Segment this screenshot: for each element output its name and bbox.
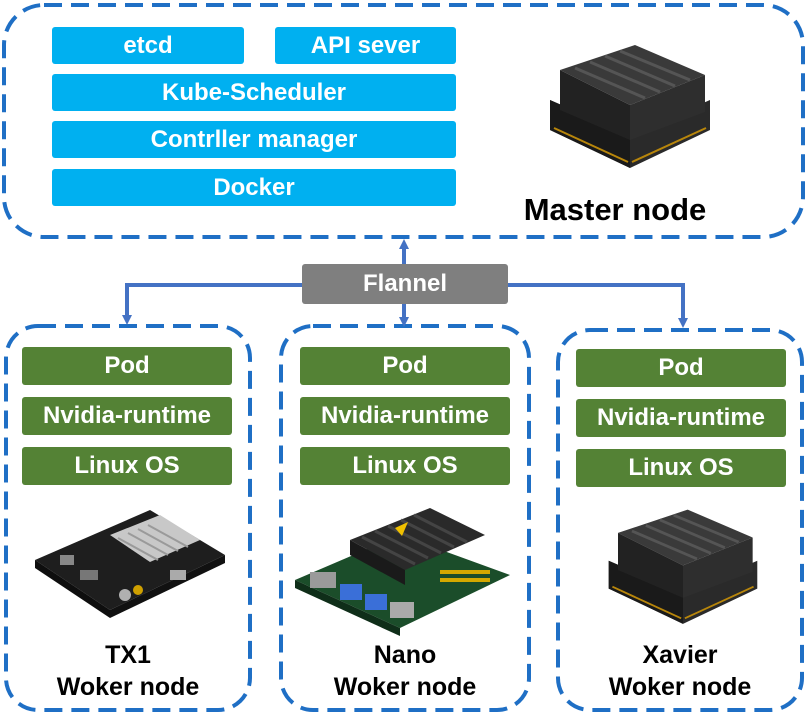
arrow-to-tx1 xyxy=(122,283,302,325)
jetson-tx1-board-icon xyxy=(35,510,225,618)
tx1-role-label: Woker node xyxy=(56,673,200,701)
nano-runtime-block: Nvidia-runtime xyxy=(300,397,510,435)
xavier-os-block: Linux OS xyxy=(576,449,786,487)
api-server-block: API sever xyxy=(275,27,456,64)
tx1-pod-block: Pod xyxy=(22,347,232,385)
controller-manager-block: Contrller manager xyxy=(52,121,456,158)
jetson-nano-board-icon xyxy=(295,508,510,636)
xavier-pod-block: Pod xyxy=(576,349,786,387)
nvidia-xavier-module-icon xyxy=(550,45,710,168)
flannel-network-block: Flannel xyxy=(302,264,508,304)
nano-role-label: Woker node xyxy=(333,673,477,701)
arrow-to-xavier xyxy=(508,283,688,328)
nano-pod-block: Pod xyxy=(300,347,510,385)
master-node-label: Master node xyxy=(523,192,707,227)
xavier-role-label: Woker node xyxy=(608,673,752,701)
xavier-device-name: Xavier xyxy=(642,641,718,669)
xavier-runtime-block: Nvidia-runtime xyxy=(576,399,786,437)
docker-block: Docker xyxy=(52,169,456,206)
kube-scheduler-block: Kube-Scheduler xyxy=(52,74,456,111)
etcd-block: etcd xyxy=(52,27,244,64)
tx1-device-name: TX1 xyxy=(105,641,151,669)
nano-device-name: Nano xyxy=(373,641,437,669)
tx1-os-block: Linux OS xyxy=(22,447,232,485)
nano-os-block: Linux OS xyxy=(300,447,510,485)
tx1-runtime-block: Nvidia-runtime xyxy=(22,397,232,435)
nvidia-xavier-module-icon xyxy=(608,509,758,624)
